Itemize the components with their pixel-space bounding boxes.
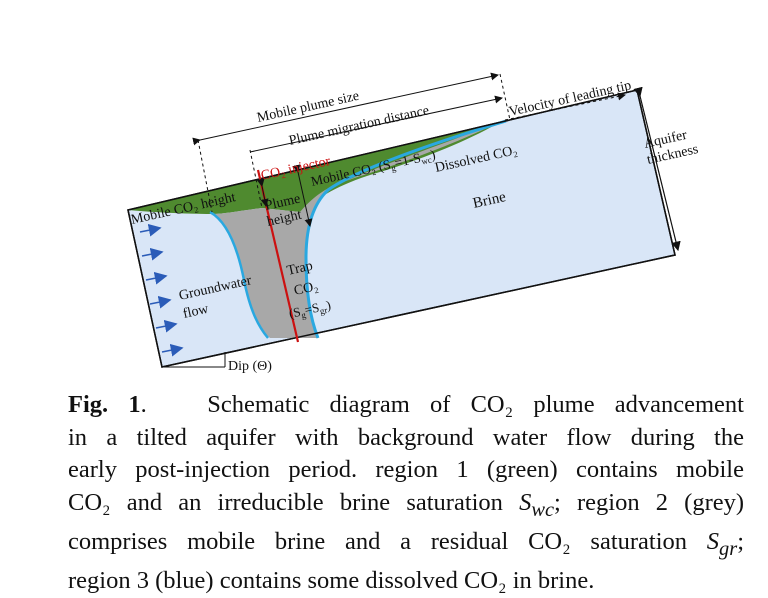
caption-line-4: CO₂ and an irreducible brine saturation …	[68, 488, 745, 521]
aquifer-brine-region	[127, 89, 676, 368]
label-mobile-plume-size: Mobile plume size	[256, 89, 361, 126]
caption-line1-text: Schematic diagram of CO₂ plume advanceme…	[207, 391, 744, 418]
caption-line-5: comprises mobile brine and a residual CO…	[68, 527, 744, 560]
dissolved-co2-edge-left	[209, 210, 269, 339]
label-trap-2: CO₂	[293, 279, 320, 299]
mobile-plume-size-arrow	[192, 72, 499, 146]
label-brine: Brine	[471, 189, 507, 212]
velocity-tip-arrow	[504, 92, 626, 121]
label-plume-height-2: height	[266, 208, 304, 230]
label-groundwater-flow-2: flow	[182, 302, 211, 322]
label-dip: Dip (Θ)	[228, 359, 272, 374]
plume-height-arrow	[292, 164, 313, 227]
caption-line-1: Fig. 1. Schematic diagram of CO₂ plume a…	[68, 391, 744, 418]
plume-migration-arrow	[249, 95, 503, 153]
caption-line-3: early post-injection period. region 1 (g…	[68, 456, 744, 483]
dissolved-co2-edge-right	[304, 119, 507, 339]
caption-line-6: region 3 (blue) contains some dissolved …	[68, 567, 595, 595]
guide-dashed-3	[499, 73, 511, 121]
aquifer-thickness-arrow	[633, 86, 681, 252]
aquifer-schematic-diagram: Mobile plume size Plume migration distan…	[127, 72, 700, 374]
groundwater-flow-arrows	[139, 223, 184, 357]
label-trap-1: Trap	[286, 259, 315, 279]
caption-line-2: in a tilted aquifer with background wate…	[68, 423, 744, 451]
guide-dashed-1	[197, 139, 213, 213]
figure-caption: Fig. 1. Schematic diagram of CO₂ plume a…	[68, 389, 744, 598]
label-trap-3: (Sg=Sgr)	[287, 297, 332, 323]
mobile-co2-height-arrow	[256, 178, 269, 207]
caption-fig-label: Fig. 1	[68, 391, 141, 418]
